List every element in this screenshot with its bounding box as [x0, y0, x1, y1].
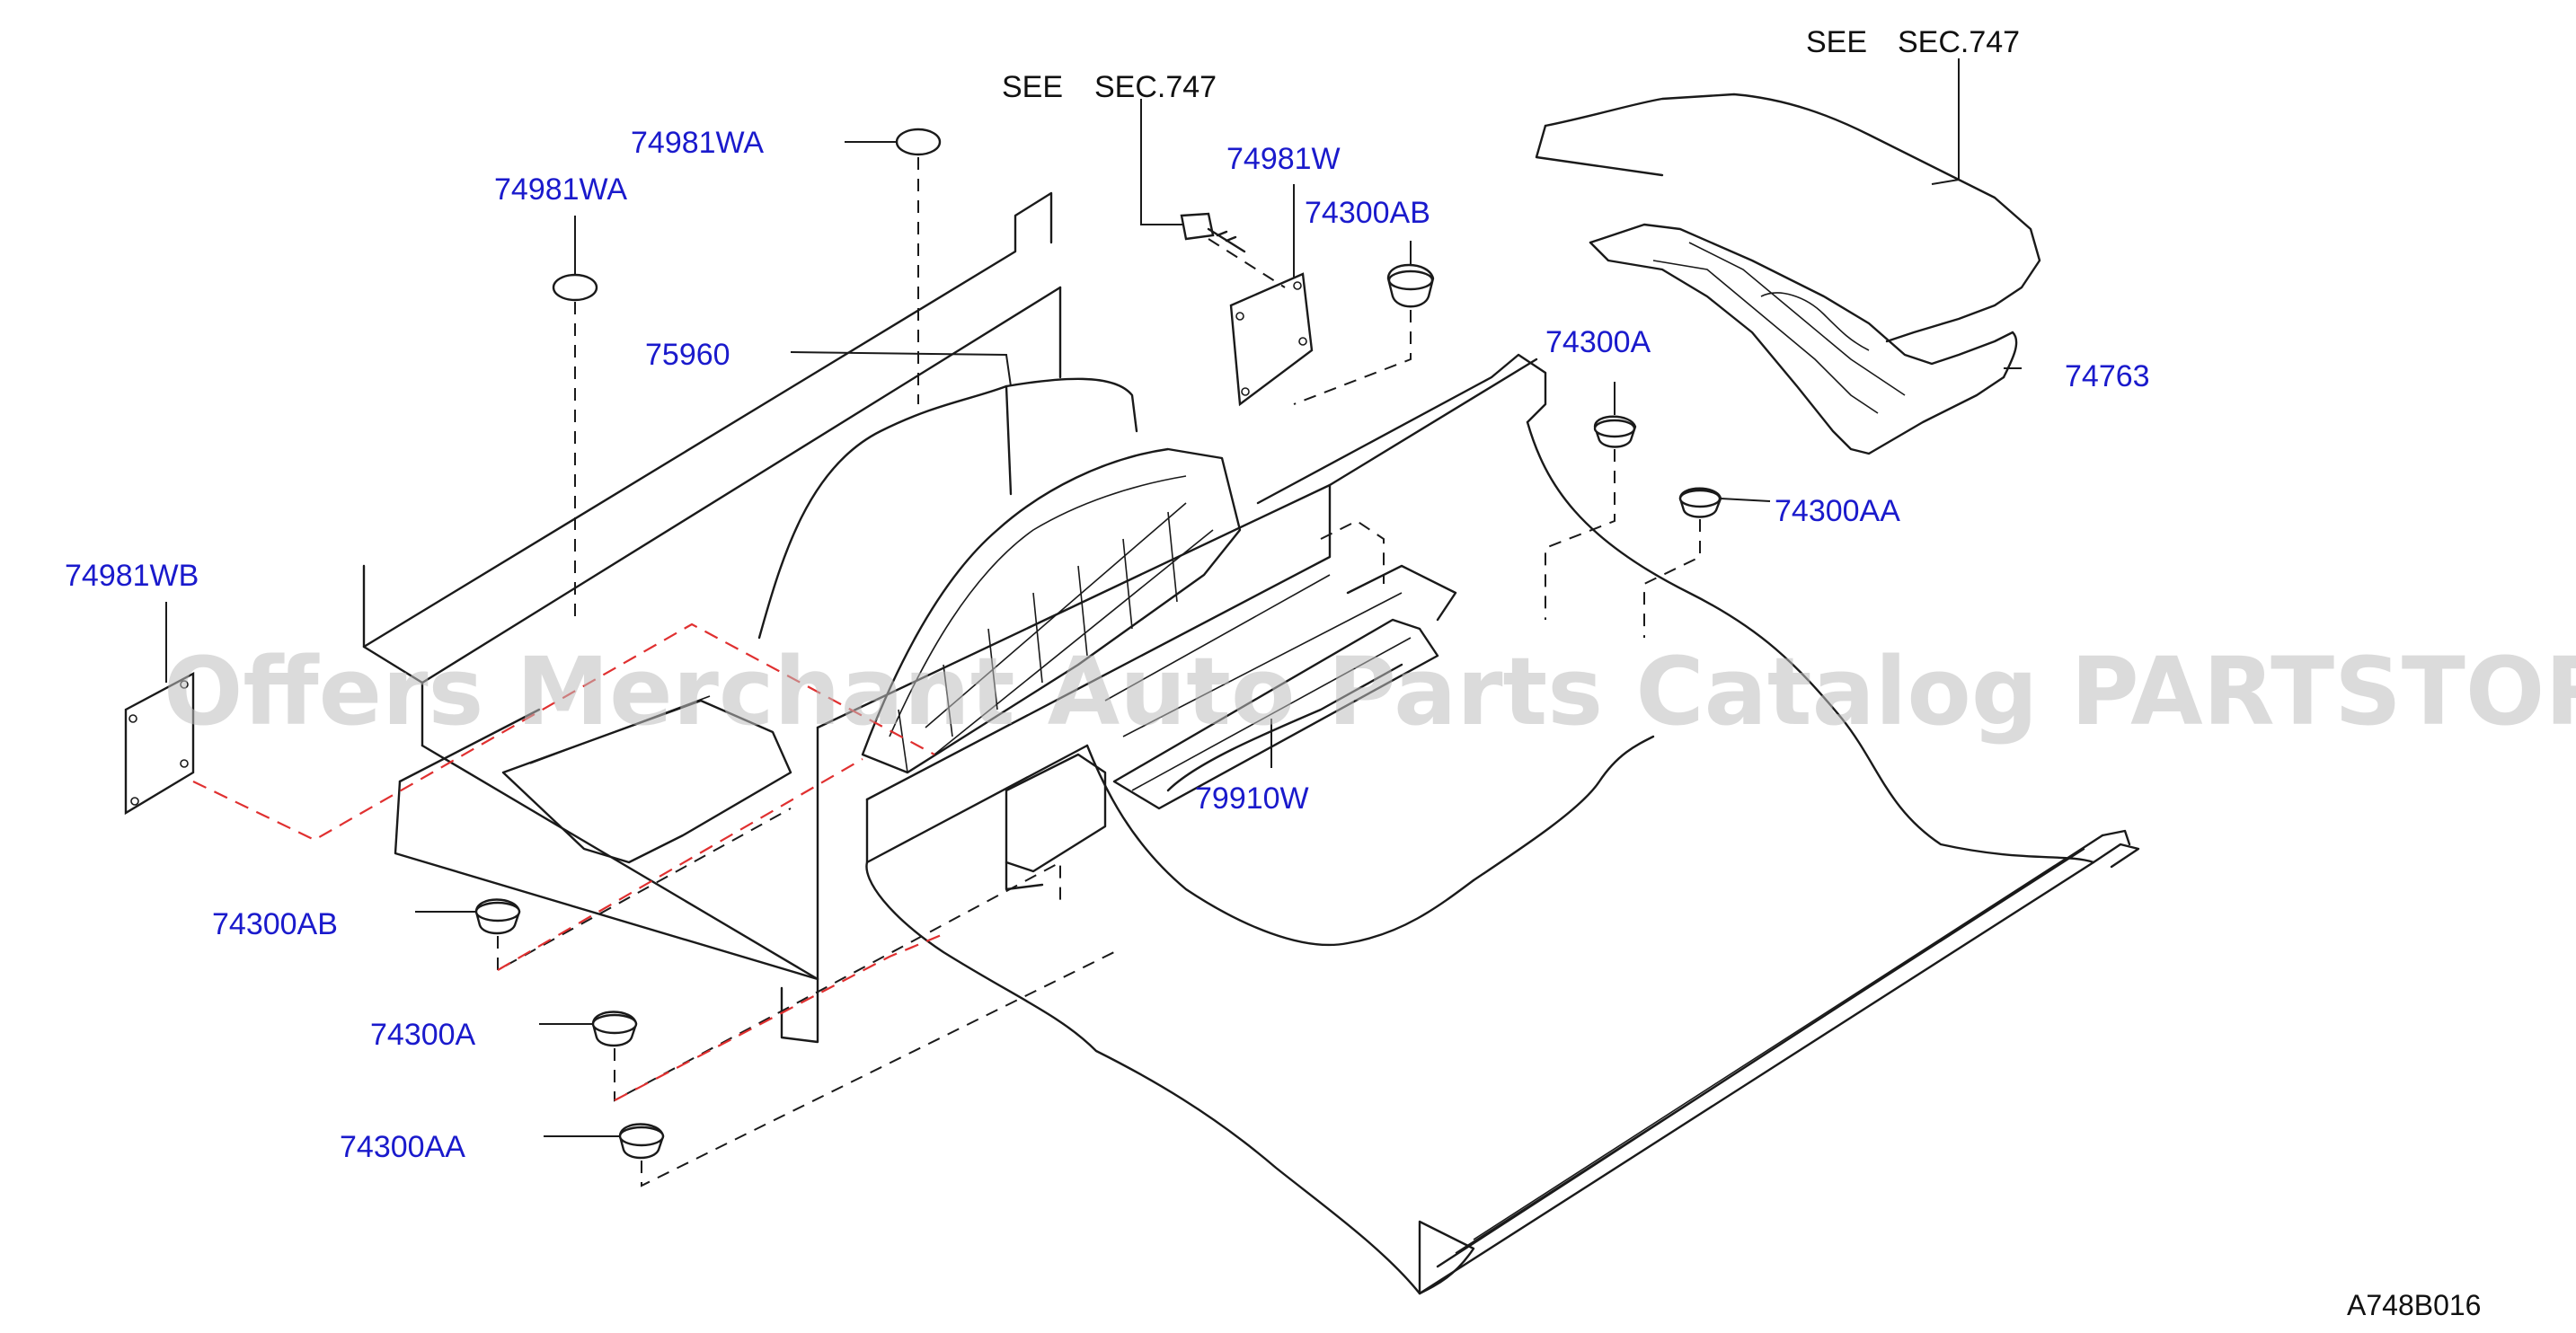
label-74300AB-left[interactable]: 74300AB — [212, 907, 338, 941]
front-floor-panel — [865, 353, 2095, 1295]
label-74981W[interactable]: 74981W — [1226, 142, 1341, 176]
reference-labels: SEE SEC.747 SEE SEC.747 — [1002, 25, 2020, 104]
pad-74981W — [1229, 272, 1314, 407]
section-reference-left[interactable]: SEC.747 — [1094, 70, 1217, 104]
side-sill — [1418, 829, 2140, 1295]
assembly-red-dashed-lines — [192, 622, 944, 1101]
label-74300A-left[interactable]: 74300A — [370, 1018, 476, 1052]
plug-74300AB-center — [1386, 263, 1435, 308]
label-79910W[interactable]: 79910W — [1195, 781, 1309, 816]
label-74300AB-center[interactable]: 74300AB — [1305, 196, 1430, 230]
see-reference-right: SEE — [1806, 25, 1867, 59]
label-74300AA-right[interactable]: 74300AA — [1775, 494, 1900, 528]
plug-74300A-left — [591, 1011, 638, 1047]
diagram-code: A748B016 — [2347, 1289, 2481, 1321]
label-75960[interactable]: 75960 — [645, 338, 730, 372]
label-74763[interactable]: 74763 — [2065, 359, 2150, 393]
pad-74981WB — [124, 672, 195, 816]
label-74981WA-left[interactable]: 74981WA — [494, 172, 627, 207]
plug-74300AA-right — [1678, 487, 1722, 518]
plug-74300AB-left — [474, 898, 521, 935]
plug-74300AA-left — [618, 1123, 665, 1160]
label-74300AA-left[interactable]: 74300AA — [340, 1130, 465, 1164]
label-74300A-right[interactable]: 74300A — [1545, 325, 1651, 359]
see-reference-left: SEE — [1002, 70, 1063, 104]
rear-seat-panel-75960 — [861, 447, 1242, 774]
grommet-74981WA-top — [895, 128, 942, 156]
plug-74300A-right — [1593, 415, 1637, 448]
label-74981WA-top[interactable]: 74981WA — [631, 126, 764, 160]
seat-cross-member-79910W — [1005, 564, 1457, 891]
watermark: Offers Merchant Auto Parts Catalog PARTS… — [164, 637, 2576, 746]
part-labels: 74981WA 74981WA 75960 74981WB 74300AB 74… — [65, 126, 2150, 1164]
grommet-74981WA-left — [552, 273, 598, 302]
section-reference-right[interactable]: SEC.747 — [1898, 25, 2020, 59]
rear-panel-74763 — [1535, 93, 2041, 455]
clip-screw — [1180, 212, 1246, 253]
label-74981WB[interactable]: 74981WB — [65, 559, 199, 593]
leader-lines — [165, 58, 2022, 1137]
